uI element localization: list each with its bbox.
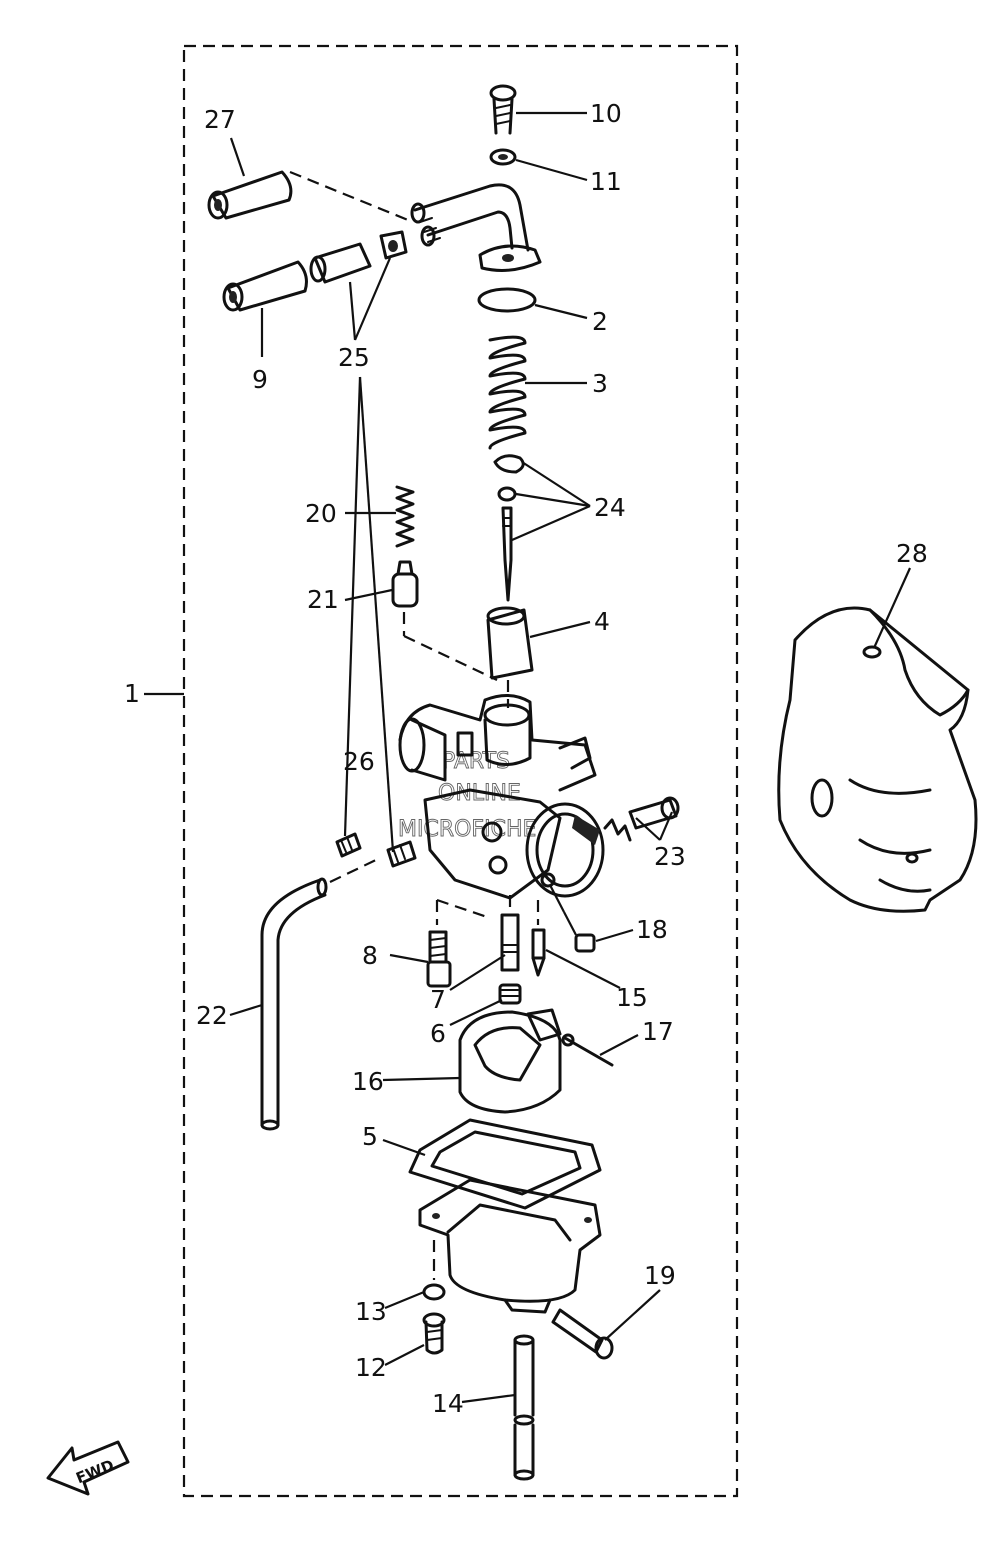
callout-18[interactable]: 18 [636,915,668,944]
part-19-drain-screw[interactable] [551,1308,614,1360]
part-25-adjuster-nut[interactable] [309,230,408,284]
part-18-plug[interactable] [574,933,596,953]
dash-27-to-tube [289,170,409,222]
callout-5[interactable]: 5 [362,1122,378,1151]
callout-labels: 10 11 27 2 3 9 25 24 20 21 4 28 26 23 18… [196,99,928,1418]
callout-11[interactable]: 11 [590,167,622,196]
part-20-spring[interactable] [395,485,415,548]
part-2-gasket[interactable] [477,287,537,313]
callout-15[interactable]: 15 [616,983,648,1012]
dash-21-to-body-2 [403,635,498,681]
callout-10[interactable]: 10 [590,99,622,128]
part-6-jet[interactable] [498,983,522,1005]
callout-4[interactable]: 4 [594,607,610,636]
callout-3[interactable]: 3 [592,369,608,398]
part-16-float[interactable] [458,1008,562,1114]
callout-20[interactable]: 20 [305,499,337,528]
svg-text:FWD: FWD [73,1456,116,1487]
callout-14[interactable]: 14 [432,1389,464,1418]
dash-22-to-body [329,857,381,883]
part-top-cover[interactable] [410,183,542,272]
part-21-starter-plunger[interactable] [391,560,419,608]
part-23-pilot-screw[interactable] [603,796,680,842]
callout-17[interactable]: 17 [642,1017,674,1046]
callout-19[interactable]: 19 [644,1261,676,1290]
leader-lines [229,111,912,1404]
callout-6[interactable]: 6 [430,1019,446,1048]
svg-text:MICROFICHE: MICROFICHE [398,817,536,842]
part-17-float-pin[interactable] [561,1033,614,1067]
callout-27[interactable]: 27 [204,105,236,134]
assembly-boundary [182,44,739,1498]
callout-23[interactable]: 23 [654,842,686,871]
part-carburetor-body[interactable] [398,694,605,900]
part-26-screws[interactable] [335,832,417,868]
callout-7[interactable]: 7 [430,985,446,1014]
part-22-hose[interactable] [260,877,328,1131]
part-4-throttle-valve[interactable] [486,606,534,680]
part-7-main-jet[interactable] [500,913,520,972]
callout-13[interactable]: 13 [355,1297,387,1326]
svg-text:PARTS: PARTS [442,749,510,774]
dash-78-join [436,898,491,920]
callout-9[interactable]: 9 [252,365,268,394]
part-14-drain-tube[interactable] [513,1334,535,1481]
callout-8[interactable]: 8 [362,941,378,970]
part-9-cap[interactable] [222,260,308,312]
callout-28[interactable]: 28 [896,539,928,568]
callout-24[interactable]: 24 [594,493,626,522]
callout-1[interactable]: 1 [124,679,140,708]
fwd-direction-arrow: FWD [46,1440,130,1496]
part-24-jet-needle-set[interactable] [493,454,525,602]
part-float-chamber[interactable] [418,1178,602,1314]
part-28-cover[interactable] [777,606,978,913]
callout-21[interactable]: 21 [307,585,339,614]
callout-22[interactable]: 22 [196,1001,228,1030]
callout-2[interactable]: 2 [592,307,608,336]
part-11-washer[interactable] [489,148,517,166]
part-3-spring[interactable] [488,335,527,450]
part-10-screw[interactable] [489,84,517,135]
callout-25[interactable]: 25 [338,343,370,372]
part-5-float-chamber-gasket[interactable] [408,1118,602,1210]
callout-12[interactable]: 12 [355,1353,387,1382]
part-13-washer[interactable] [422,1283,446,1301]
part-8-needle-jet[interactable] [426,930,452,988]
callout-16[interactable]: 16 [352,1067,384,1096]
part-15-float-valve[interactable] [531,928,546,977]
part-27-cap[interactable] [207,170,293,220]
callout-26[interactable]: 26 [343,747,375,776]
part-12-screw[interactable] [422,1312,446,1355]
